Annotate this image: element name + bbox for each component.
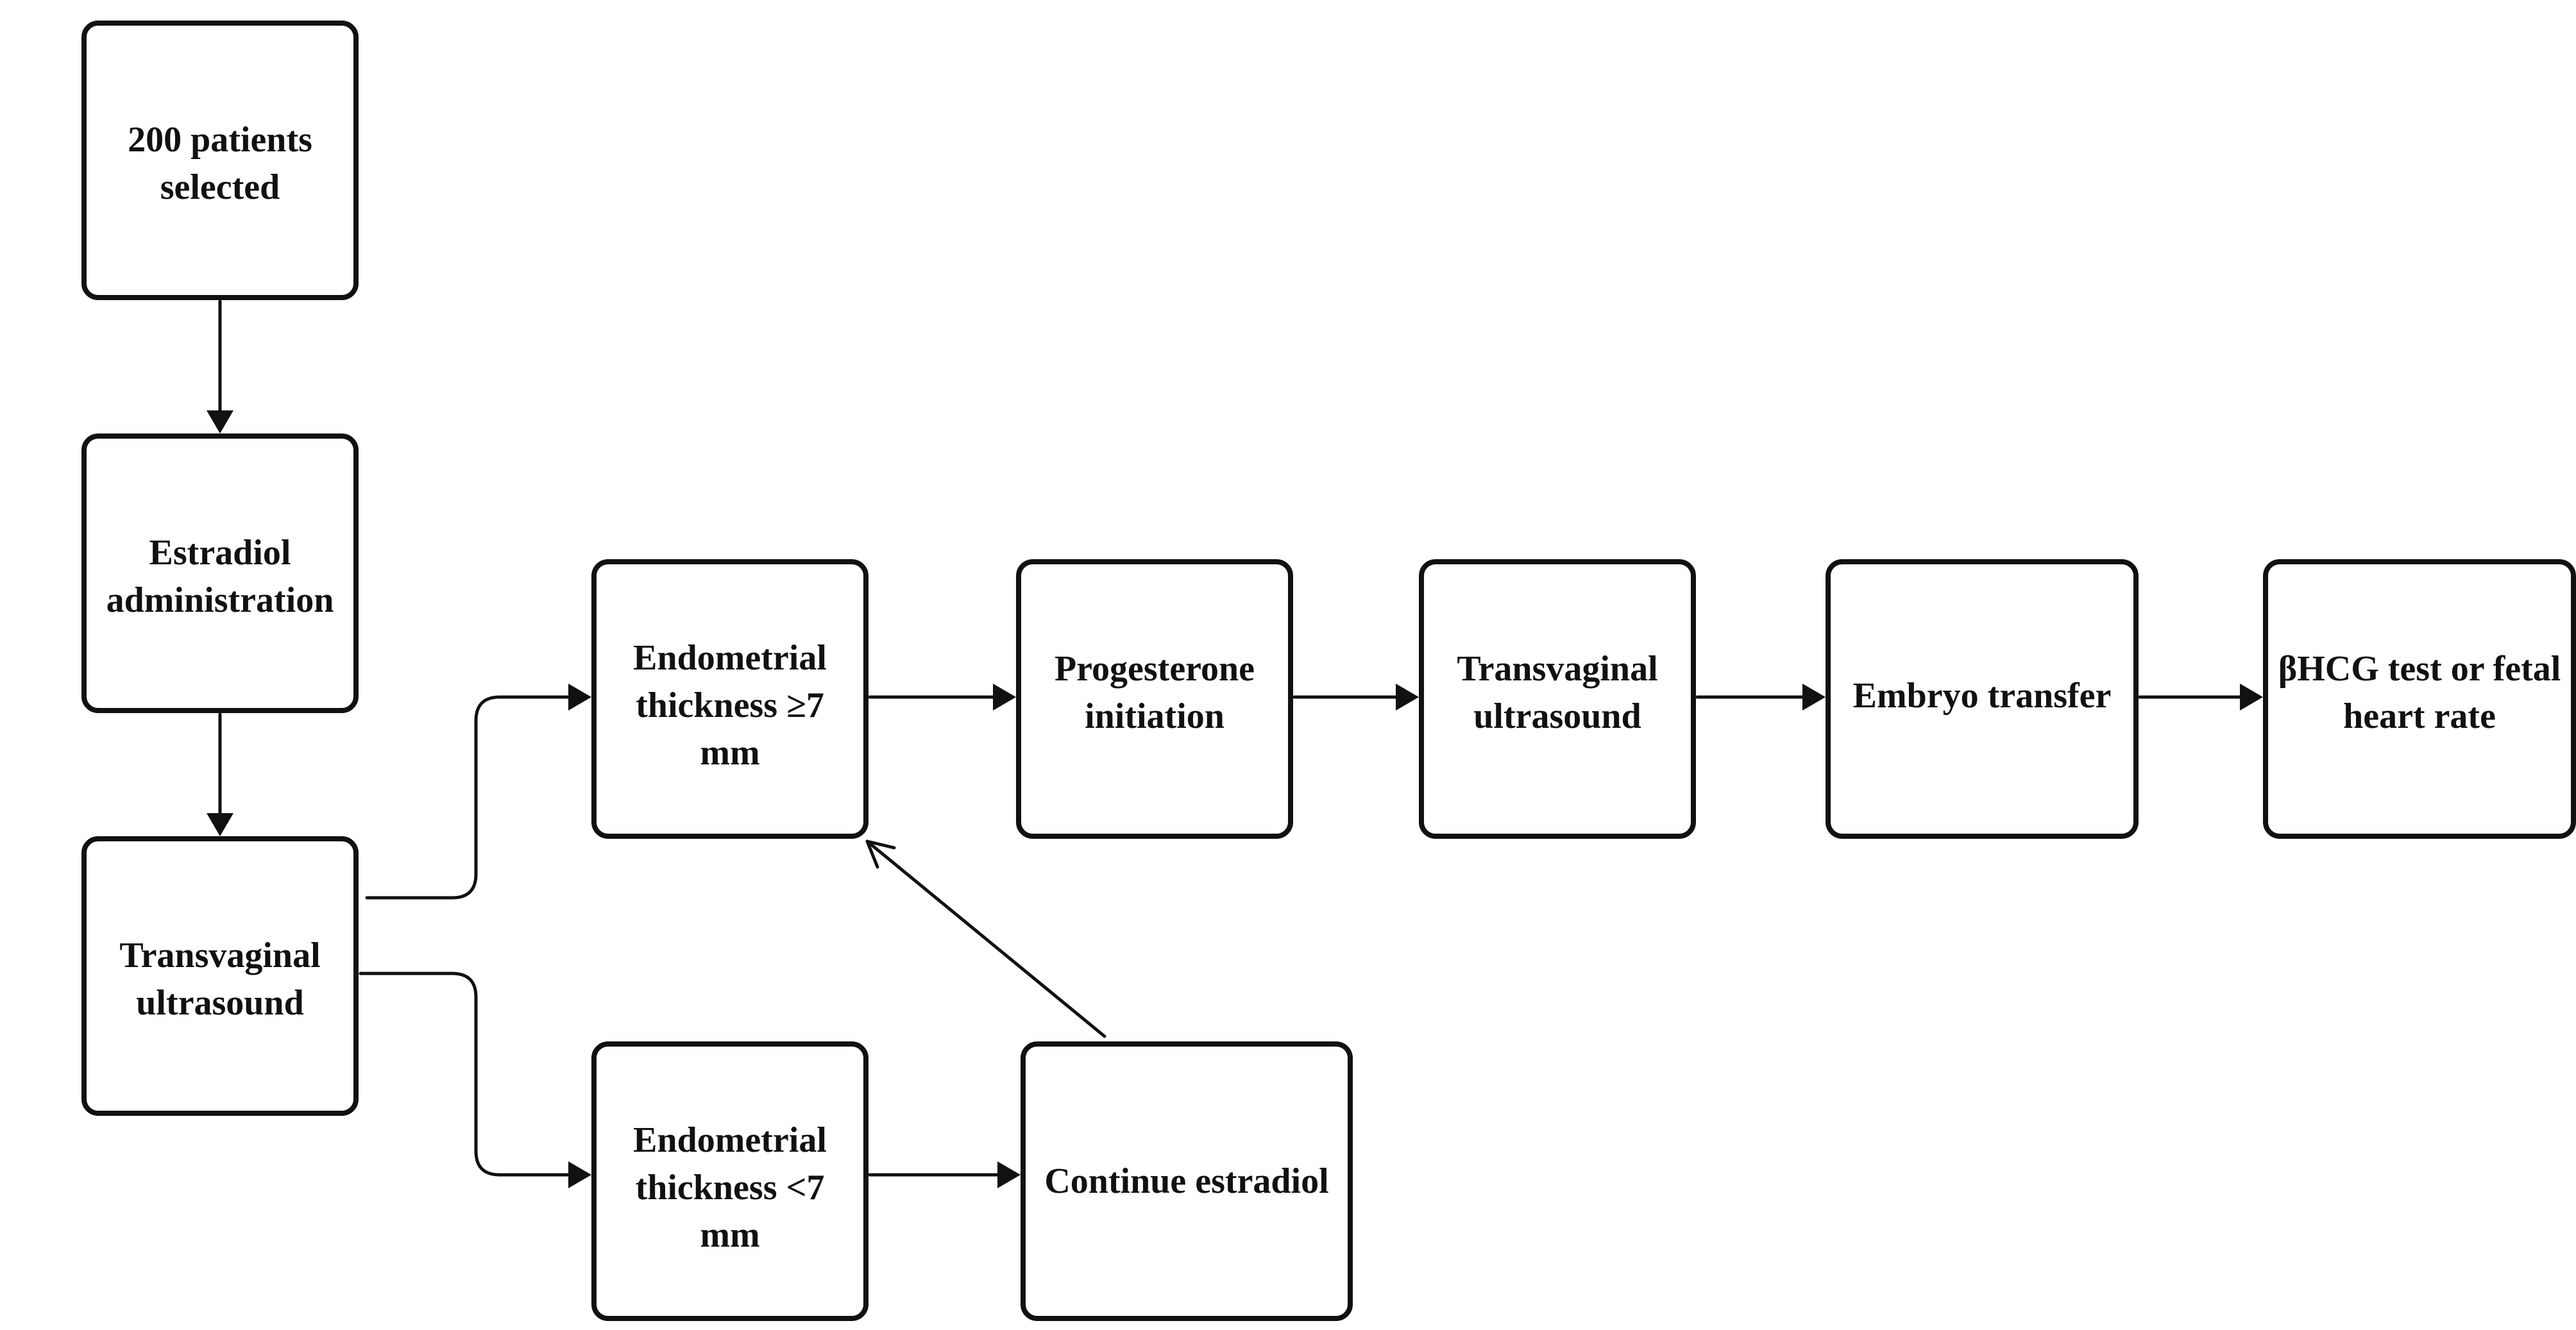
node-bhcg-test: βHCG test or fetal heart rate bbox=[2263, 559, 2576, 839]
node-estradiol-administration: Estradiol administration bbox=[81, 434, 359, 713]
node-label: Transvaginal ultrasound bbox=[1457, 649, 1658, 736]
node-label: Endometrial thickness <7 mm bbox=[633, 1120, 827, 1255]
node-label: Estradiol administration bbox=[106, 533, 334, 620]
node-endometrial-thickness-lt7: Endometrial thickness <7 mm bbox=[591, 1041, 869, 1321]
node-label: Embryo transfer bbox=[1852, 676, 2112, 716]
node-label: 200 patients selected bbox=[128, 120, 312, 207]
arrow-ultrasound-to-thickness-lt7 bbox=[359, 972, 576, 1177]
node-label: Continue estradiol bbox=[1044, 1161, 1329, 1201]
node-label: βHCG test or fetal heart rate bbox=[2278, 649, 2561, 736]
node-progesterone-initiation: Progesterone initiation bbox=[1016, 559, 1293, 839]
node-embryo-transfer: Embryo transfer bbox=[1826, 559, 2139, 839]
arrow-continue-to-thickness-ge7 bbox=[865, 839, 1106, 1038]
node-label: Progesterone initiation bbox=[1054, 649, 1255, 736]
arrow-ultrasound-to-thickness-ge7 bbox=[365, 695, 576, 900]
node-label: Endometrial thickness ≥7 mm bbox=[633, 638, 827, 773]
node-patients-selected: 200 patients selected bbox=[81, 21, 359, 300]
node-continue-estradiol: Continue estradiol bbox=[1021, 1041, 1353, 1321]
node-transvaginal-ultrasound-second: Transvaginal ultrasound bbox=[1419, 559, 1696, 839]
node-transvaginal-ultrasound-initial: Transvaginal ultrasound bbox=[81, 836, 359, 1116]
node-label: Transvaginal ultrasound bbox=[119, 936, 321, 1023]
node-endometrial-thickness-ge7: Endometrial thickness ≥7 mm bbox=[591, 559, 869, 839]
